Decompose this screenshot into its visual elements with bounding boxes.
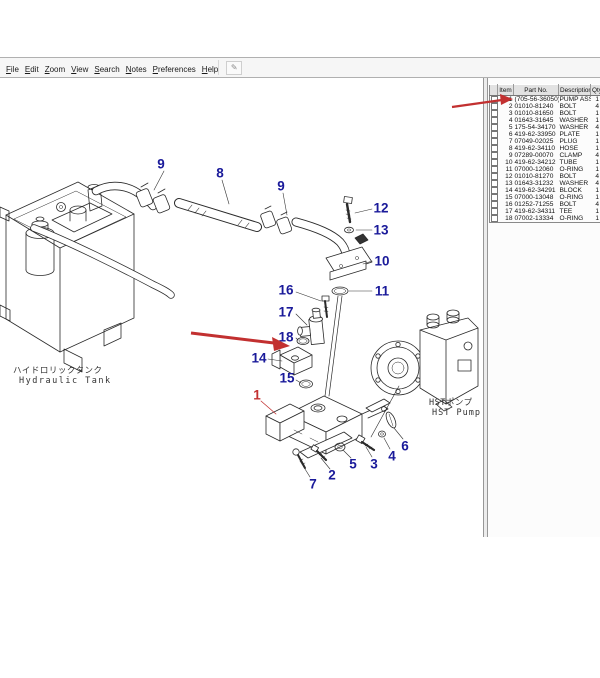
- callout-16[interactable]: 16: [278, 283, 293, 298]
- callout-17[interactable]: 17: [278, 305, 293, 320]
- bolt-12[interactable]: [344, 196, 353, 222]
- elbow-tube-10[interactable]: [296, 222, 372, 280]
- callout-6[interactable]: 6: [401, 439, 409, 454]
- callout-9[interactable]: 9: [277, 179, 285, 194]
- oring-18[interactable]: [297, 338, 309, 345]
- callout-9[interactable]: 9: [157, 157, 165, 172]
- menu-bar-divider: [218, 60, 219, 75]
- callout-11[interactable]: 11: [375, 284, 389, 299]
- clamp-9-right[interactable]: [260, 206, 292, 235]
- callout-4[interactable]: 4: [388, 449, 396, 464]
- callout-18[interactable]: 18: [278, 330, 293, 345]
- pencil-icon[interactable]: ✎: [226, 61, 242, 75]
- bolt-3[interactable]: [356, 435, 374, 450]
- hydraulic-tank-label-en: Hydraulic Tank: [19, 376, 112, 386]
- menu-item-notes[interactable]: Notes: [123, 63, 150, 76]
- hydraulic-tank-drawing[interactable]: [0, 182, 134, 372]
- hydraulic-tank-label-jp: ハイドロリックタンク: [13, 364, 103, 376]
- callout-13[interactable]: 13: [373, 223, 388, 238]
- callout-14[interactable]: 14: [251, 351, 266, 366]
- menu-item-preferences[interactable]: Preferences: [150, 63, 199, 76]
- callout-8[interactable]: 8: [216, 166, 224, 181]
- diagram-canvas[interactable]: ハイドロリックタンク Hydraulic Tank HSTポンプ HST Pum…: [0, 78, 483, 537]
- callout-12[interactable]: 12: [373, 201, 388, 216]
- oring-15[interactable]: [300, 380, 313, 388]
- tube-8[interactable]: [179, 203, 257, 228]
- washer-13[interactable]: [345, 227, 354, 233]
- callout-15[interactable]: 15: [279, 371, 294, 386]
- callout-3[interactable]: 3: [370, 457, 378, 472]
- washer-4[interactable]: [379, 431, 386, 437]
- bolt-16[interactable]: [322, 296, 329, 317]
- hst-pump-label-jp: HSTポンプ: [429, 396, 473, 408]
- leader-line-item-1: [261, 401, 276, 414]
- menu-item-view[interactable]: View: [68, 63, 91, 76]
- menu-item-edit[interactable]: Edit: [22, 63, 42, 76]
- callout-7[interactable]: 7: [309, 477, 317, 492]
- hose-lower[interactable]: [34, 228, 171, 295]
- callout-2[interactable]: 2: [328, 468, 336, 483]
- hst-pump-label-en: HST Pump: [432, 408, 481, 418]
- callout-10[interactable]: 10: [374, 254, 389, 269]
- menu-item-file[interactable]: File: [3, 63, 22, 76]
- callout-1[interactable]: 1: [253, 388, 261, 403]
- menu-item-zoom[interactable]: Zoom: [42, 63, 68, 76]
- menu-item-search[interactable]: Search: [91, 63, 122, 76]
- oring-11[interactable]: [325, 287, 348, 396]
- callout-5[interactable]: 5: [349, 457, 357, 472]
